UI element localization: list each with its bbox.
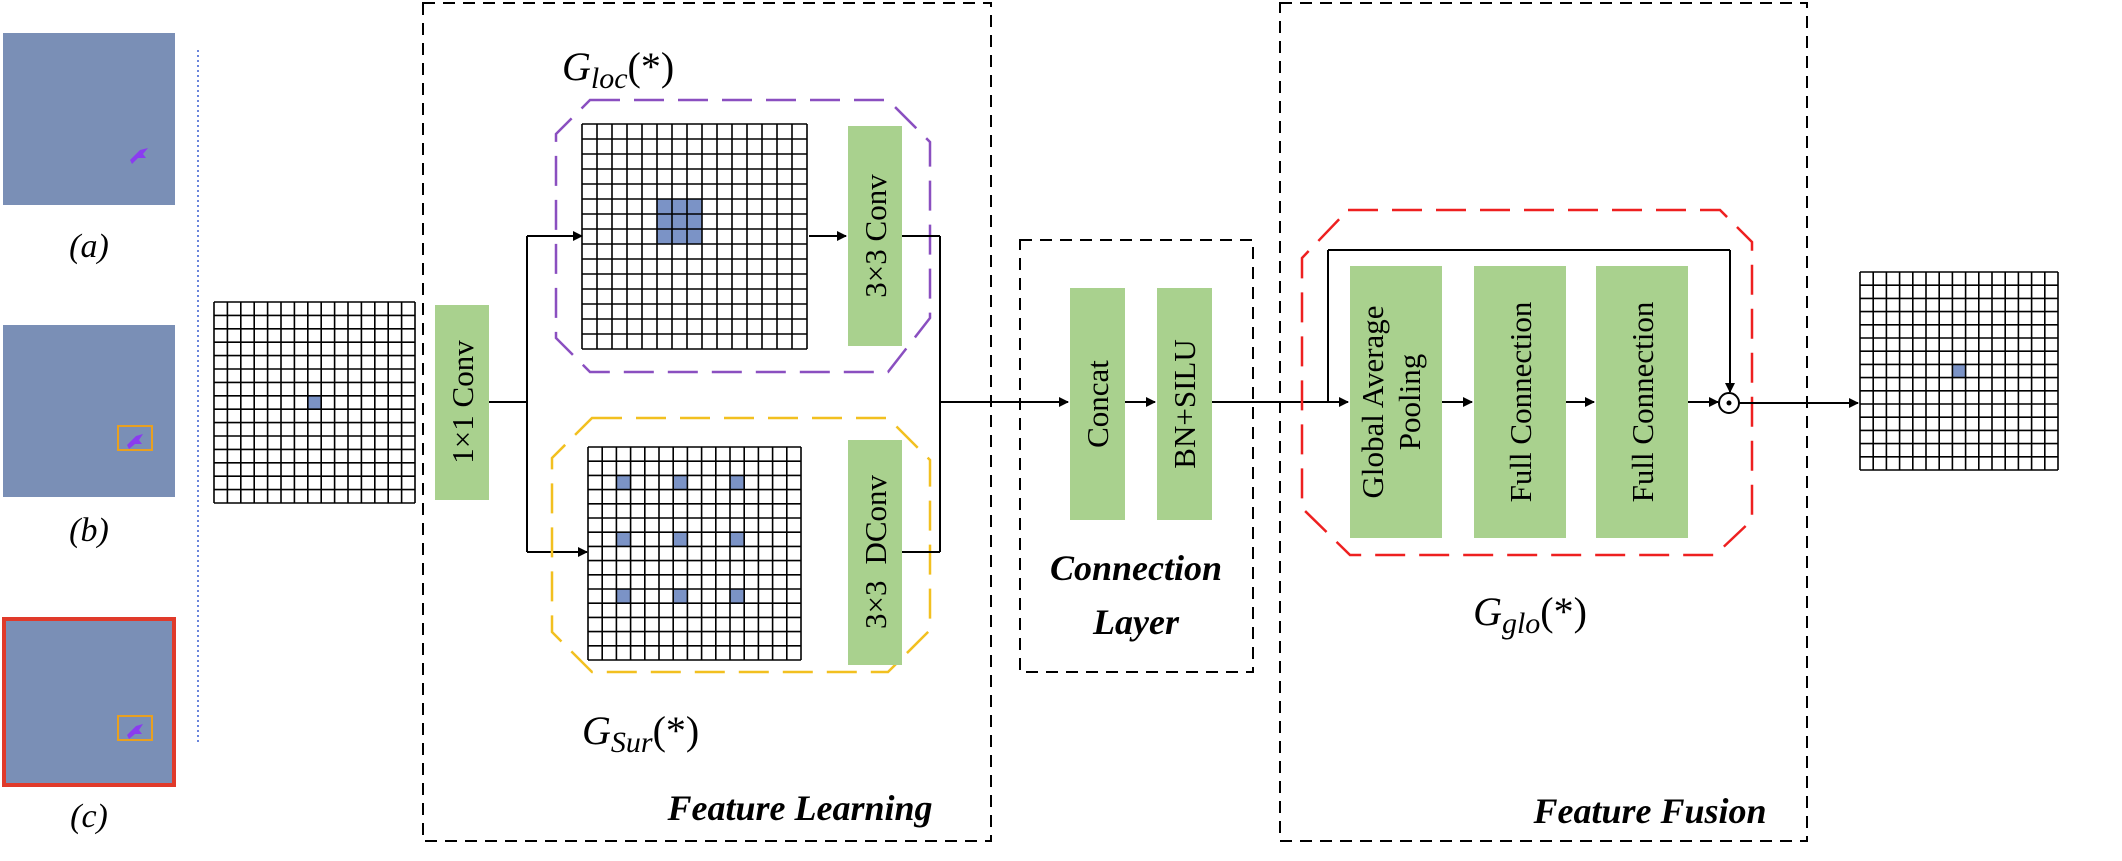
highlighted-cell [657, 214, 672, 229]
highlighted-cell [672, 214, 687, 229]
input-feature-grid [213, 301, 416, 504]
connection-layer-title-line2: Layer [1092, 602, 1180, 642]
local-feature-grid [581, 123, 808, 350]
g-loc-label: Gloc(*) [562, 44, 674, 95]
connection-layer-title-line1: Connection [1050, 548, 1222, 588]
global-branch-outline [1300, 208, 1754, 557]
bird-icon [127, 724, 143, 739]
highlighted-cell [616, 532, 631, 547]
concat-label: Concat [1080, 360, 1115, 448]
g-sur-label: GSur(*) [582, 708, 699, 759]
sky-image-c [2, 617, 176, 787]
gap-label-line2: Pooling [1392, 354, 1427, 450]
fc1-block: Full Connection [1474, 266, 1566, 538]
target-box [117, 425, 153, 451]
highlighted-cell [730, 475, 745, 490]
bird-icon [130, 148, 148, 164]
highlighted-cell [616, 475, 631, 490]
feature-learning-title: Feature Learning [666, 788, 932, 828]
highlighted-cell [1952, 364, 1966, 378]
multiply-dot-icon [1726, 400, 1732, 406]
highlighted-cell [657, 199, 672, 214]
dconv-block: 3×3 DConv [848, 440, 902, 665]
highlighted-cell [307, 395, 322, 410]
concat-block: Concat [1070, 288, 1125, 520]
highlighted-cell [672, 199, 687, 214]
panel-label-b: (b) [69, 512, 109, 549]
highlighted-cell [730, 532, 745, 547]
dconv-label-b: DConv [858, 474, 893, 564]
surround-branch-outline [550, 416, 932, 674]
highlighted-cell [673, 475, 688, 490]
panel-label-a: (a) [69, 228, 109, 265]
panel-label-c: (c) [70, 798, 108, 835]
conv1x1-block: 1×1 Conv [435, 305, 489, 500]
fc2-block: Full Connection [1596, 266, 1688, 538]
highlighted-cell [672, 229, 687, 244]
sky-image-b [3, 325, 175, 497]
dconv-label-a: 3×3 [858, 581, 893, 629]
output-feature-grid [1859, 271, 2059, 471]
conv3x3-block: 3×3 Conv [848, 126, 902, 346]
highlighted-cell [687, 199, 702, 214]
highlighted-cell [673, 589, 688, 604]
target-box [117, 715, 153, 741]
feature-learning-box [422, 2, 992, 842]
input-panel-c: (c) [2, 617, 176, 835]
feature-fusion-title: Feature Fusion [1532, 791, 1766, 831]
highlighted-cell [657, 229, 672, 244]
multiply-node [1718, 392, 1740, 414]
highlighted-cell [616, 589, 631, 604]
input-panel-a: (a) [3, 33, 175, 265]
surround-feature-grid [587, 446, 802, 661]
svg-text:3×3DConv: 3×3 DConv [858, 474, 893, 629]
g-glo-label: Gglo(*) [1473, 589, 1587, 640]
input-panel-b: (b) [3, 325, 175, 549]
conv1x1-label: 1×1 Conv [445, 340, 480, 464]
conv3x3-label: 3×3 Conv [858, 174, 893, 298]
highlighted-cell [687, 229, 702, 244]
local-branch-outline [554, 98, 932, 374]
gap-block: Global Average Pooling [1350, 266, 1442, 538]
bird-icon [127, 434, 143, 449]
fc1-label: Full Connection [1503, 301, 1538, 502]
sky-image-a [3, 33, 175, 205]
highlighted-cell [673, 532, 688, 547]
bn-silu-block: BN+SILU [1157, 288, 1212, 520]
bn-silu-label: BN+SILU [1167, 339, 1202, 468]
feature-fusion-box [1279, 2, 1808, 842]
highlighted-cell [730, 589, 745, 604]
gap-label-line1: Global Average [1355, 305, 1390, 498]
fc2-label: Full Connection [1625, 301, 1660, 502]
highlighted-cell [687, 214, 702, 229]
connection-layer-box [1019, 239, 1254, 673]
